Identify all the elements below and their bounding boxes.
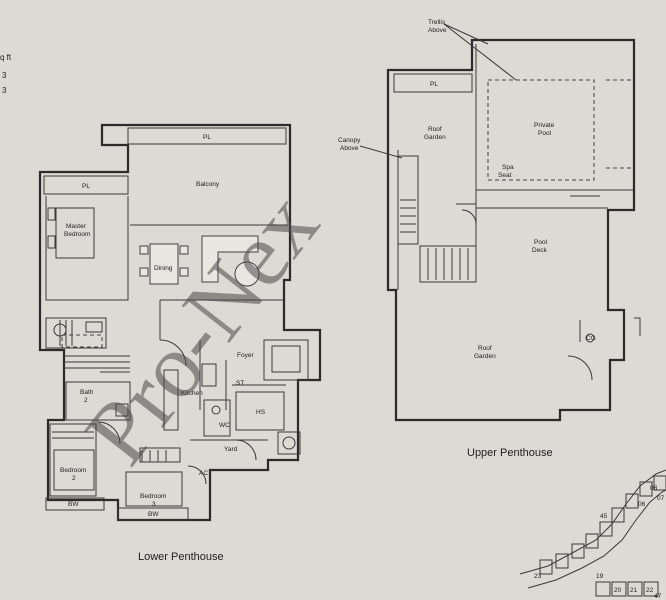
label-canopy-line2: Above [340, 145, 359, 152]
label-hs: HS [256, 409, 266, 416]
label-bedroom2-line2: 2 [72, 475, 76, 482]
label-balcony: Balcony [196, 181, 220, 188]
lower-penthouse-plan [38, 123, 322, 522]
corner-text-1: q ft [0, 53, 12, 62]
label-bw-2: BW [148, 511, 159, 518]
label-bedroom2-line1: Bedroom [60, 467, 86, 474]
label-roof-garden2-line1: Roof [478, 345, 492, 352]
label-pl-upper: PL [430, 81, 438, 88]
label-foyer: Foyer [237, 352, 254, 359]
label-bw-1: BW [68, 501, 79, 508]
keyplan-num-08: 08 [650, 485, 658, 492]
keyplan-num-47: 47 [654, 593, 662, 600]
label-private-pool-line2: Pool [538, 130, 552, 137]
label-canopy-line1: Canopy [338, 137, 361, 144]
label-pool-deck-line2: Deck [532, 247, 548, 254]
label-master-line2: Bedroom [64, 231, 90, 238]
label-wc: WC [219, 422, 230, 429]
label-trellis-line2: Above [428, 27, 447, 34]
label-private-pool-line1: Private [534, 122, 555, 129]
label-roof-garden-line1: Roof [428, 126, 442, 133]
keyplan-num-19: 19 [596, 573, 604, 580]
label-st: ST [236, 380, 244, 387]
lower-penthouse-title: Lower Penthouse [138, 551, 224, 563]
label-master-line1: Master [66, 223, 87, 230]
label-spa-line1: Spa [502, 164, 514, 171]
label-spa-line2: Seat [498, 172, 512, 179]
label-dining: Dining [154, 265, 173, 272]
corner-text-2: 3 [2, 71, 7, 80]
label-roof-garden-line2: Garden [424, 134, 446, 141]
keyplan-num-21: 21 [630, 587, 638, 594]
label-kitchen: Kitchen [181, 390, 203, 397]
label-ac: AC [199, 470, 208, 477]
label-pl-left: PL [82, 183, 90, 190]
upper-penthouse-plan [359, 23, 641, 422]
label-yard: Yard [224, 446, 238, 453]
label-roof-garden2-line2: Garden [474, 353, 496, 360]
keyplan-num-45: 45 [600, 513, 608, 520]
label-cg: CG [586, 335, 596, 342]
keyplan-num-22: 22 [646, 587, 654, 594]
label-bath2-line2: 2 [84, 397, 88, 404]
label-pool-deck-line1: Pool [534, 239, 548, 246]
keyplan-num-20: 20 [614, 587, 622, 594]
label-pl-top: PL [203, 134, 211, 141]
label-bedroom3-line1: Bedroom [140, 493, 166, 500]
label-bath2-line1: Bath [80, 389, 94, 396]
key-plan [519, 469, 666, 597]
label-bedroom3-line2: 3 [152, 501, 156, 508]
keyplan-num-23: 23 [534, 573, 542, 580]
upper-penthouse-title: Upper Penthouse [467, 447, 553, 459]
corner-text-3: 3 [2, 86, 7, 95]
keyplan-num-06: 06 [638, 501, 646, 508]
label-trellis-line1: Trellis [428, 19, 446, 26]
keyplan-num-07: 07 [657, 495, 665, 502]
